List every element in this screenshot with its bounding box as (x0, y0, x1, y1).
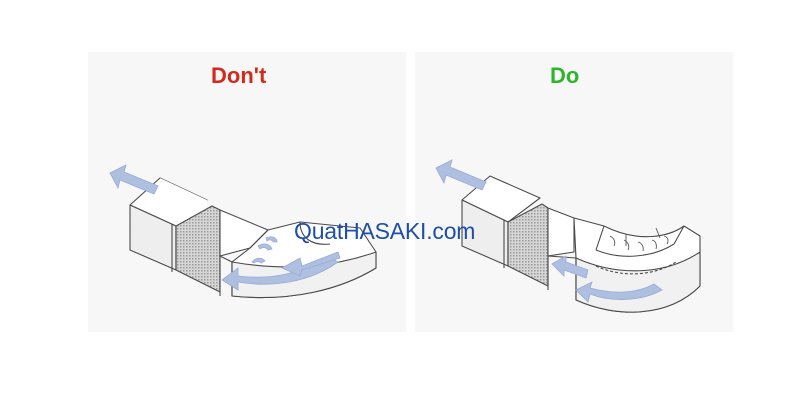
turning-vane-icon (637, 241, 644, 252)
do-airflow-arrows (435, 159, 663, 303)
do-turning-vanes (609, 227, 669, 252)
turning-vane-icon (251, 257, 266, 264)
airflow-arrow-icon (551, 255, 589, 279)
turning-vane-icon (609, 235, 616, 247)
watermark-text: QuatHASAKI.com (294, 218, 476, 244)
do-heading: Do (550, 63, 580, 88)
dont-airflow-arrows (109, 164, 341, 291)
airflow-arrow-icon (281, 251, 341, 277)
dont-heading: Don't (211, 63, 267, 88)
turning-vane-icon (265, 236, 278, 243)
turning-vane-icon (623, 239, 630, 251)
turning-vane-icon (663, 235, 669, 245)
airflow-arrow-icon (435, 159, 487, 191)
turning-vane-icon (651, 239, 657, 250)
airflow-arrow-icon (109, 164, 159, 195)
turning-vane-icon (257, 243, 273, 251)
airflow-arrow-icon (575, 281, 663, 303)
